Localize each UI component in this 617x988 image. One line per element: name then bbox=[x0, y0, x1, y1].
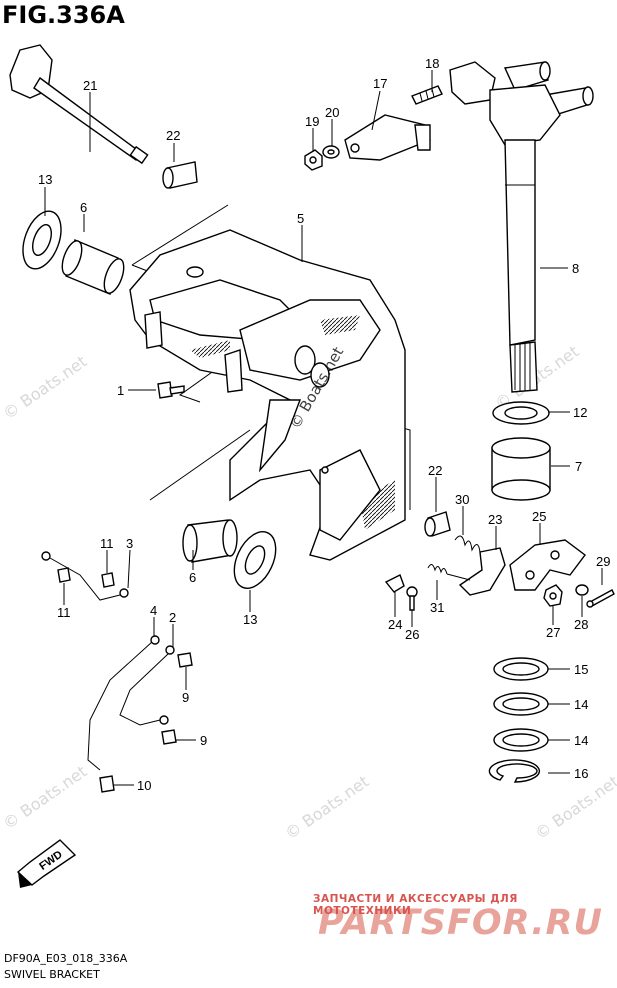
promo-tagline: ЗАПЧАСТИ И АКСЕССУАРЫ ДЛЯ МОТОТЕХНИКИ bbox=[313, 893, 518, 917]
figure-title: FIG.336A bbox=[2, 1, 125, 29]
part-16-snap-ring bbox=[488, 759, 541, 783]
part-28-washer bbox=[575, 584, 589, 596]
part-4-wire bbox=[87, 635, 160, 771]
part-27-nut bbox=[543, 584, 563, 607]
callout-22-top: 22 bbox=[166, 128, 180, 143]
callout-8: 8 bbox=[572, 261, 579, 276]
watermark-3: © Boats.net bbox=[0, 762, 90, 834]
callout-numbers: 21 22 13 6 5 17 18 19 20 8 1 12 7 22 30 … bbox=[38, 56, 610, 793]
part-23-lever bbox=[458, 547, 506, 596]
part-2-wire bbox=[119, 645, 175, 726]
reference-lines bbox=[131, 204, 411, 510]
partsfor-logo: PARTSFOR.RU bbox=[318, 903, 603, 943]
part-12-washer bbox=[492, 401, 550, 425]
callout-30: 30 bbox=[455, 492, 469, 507]
watermark-1: © Boats.net bbox=[0, 352, 90, 424]
part-25-lever bbox=[509, 539, 586, 591]
part-31-spring bbox=[427, 564, 471, 581]
callout-6-top: 6 bbox=[80, 200, 87, 215]
part-22-bushing-bottom bbox=[424, 511, 451, 537]
diagram-name: SWIVEL BRACKET bbox=[4, 968, 100, 981]
callout-21: 21 bbox=[83, 78, 97, 93]
part-21-shaft bbox=[9, 44, 149, 165]
callout-11-top: 11 bbox=[100, 536, 114, 551]
callout-18: 18 bbox=[425, 56, 439, 71]
watermark-5: © Boats.net bbox=[531, 772, 617, 844]
part-19-nut bbox=[304, 149, 323, 171]
part-3-wire bbox=[41, 551, 129, 601]
callout-22-bottom: 22 bbox=[428, 463, 442, 478]
part-9-bolt-a bbox=[177, 652, 193, 668]
callout-2: 2 bbox=[169, 610, 176, 625]
leader-lines bbox=[44, 70, 603, 786]
part-5-swivel-bracket bbox=[129, 229, 406, 561]
watermark-4: © Boats.net bbox=[281, 772, 372, 844]
part-10-bolt bbox=[99, 775, 115, 793]
part-11-bolt-b bbox=[101, 572, 115, 588]
callout-9-a: 9 bbox=[182, 690, 189, 705]
callout-1: 1 bbox=[117, 383, 124, 398]
callout-3: 3 bbox=[126, 536, 133, 551]
callout-28: 28 bbox=[574, 617, 588, 632]
part-9-bolt-b bbox=[161, 729, 177, 745]
part-20-washer bbox=[322, 145, 340, 159]
part-7-bushing bbox=[491, 437, 551, 501]
callout-13-top: 13 bbox=[38, 172, 52, 187]
model-code: DF90A_E03_018_336A bbox=[4, 952, 128, 965]
part-1-bolt bbox=[157, 381, 185, 399]
part-14-washer-b bbox=[493, 728, 549, 752]
callout-25: 25 bbox=[532, 509, 546, 524]
callout-26: 26 bbox=[405, 627, 419, 642]
callout-13-bottom: 13 bbox=[243, 612, 257, 627]
fwd-arrow-icon: FWD bbox=[16, 839, 77, 888]
part-15-washer bbox=[493, 657, 549, 681]
callout-7: 7 bbox=[575, 459, 582, 474]
callout-24: 24 bbox=[388, 617, 402, 632]
part-8-steering-shaft bbox=[449, 61, 594, 393]
callout-12: 12 bbox=[573, 405, 587, 420]
callout-23: 23 bbox=[488, 512, 502, 527]
part-24-clip bbox=[384, 574, 405, 593]
part-6-bushing-bottom bbox=[182, 519, 238, 563]
part-13-washer-bottom bbox=[233, 531, 277, 589]
callout-17: 17 bbox=[373, 76, 387, 91]
callout-16: 16 bbox=[574, 766, 588, 781]
part-14-washer-a bbox=[493, 692, 549, 716]
callout-4: 4 bbox=[150, 603, 157, 618]
callout-10: 10 bbox=[137, 778, 151, 793]
callout-9-b: 9 bbox=[200, 733, 207, 748]
part-18-screw bbox=[411, 85, 443, 105]
callout-19: 19 bbox=[305, 114, 319, 129]
callout-14-b: 14 bbox=[574, 733, 588, 748]
part-26-bolt bbox=[406, 586, 418, 611]
callout-6-bottom: 6 bbox=[189, 570, 196, 585]
callout-14-a: 14 bbox=[574, 697, 588, 712]
part-6-bushing-top bbox=[61, 239, 125, 295]
callout-5: 5 bbox=[297, 211, 304, 226]
callout-29: 29 bbox=[596, 554, 610, 569]
callout-27: 27 bbox=[546, 625, 560, 640]
part-17-plate bbox=[344, 114, 431, 161]
logo-text: PARTSFOR.RU bbox=[318, 903, 603, 943]
callout-31: 31 bbox=[430, 600, 444, 615]
callout-20: 20 bbox=[325, 105, 339, 120]
part-22-bushing-top bbox=[162, 161, 198, 189]
part-11-bolt-a bbox=[57, 567, 71, 583]
callout-15: 15 bbox=[574, 662, 588, 677]
part-29-pin bbox=[586, 589, 615, 608]
part-30-spring bbox=[454, 535, 481, 553]
part-13-washer-top bbox=[22, 210, 62, 270]
callout-11-bottom: 11 bbox=[57, 605, 71, 620]
